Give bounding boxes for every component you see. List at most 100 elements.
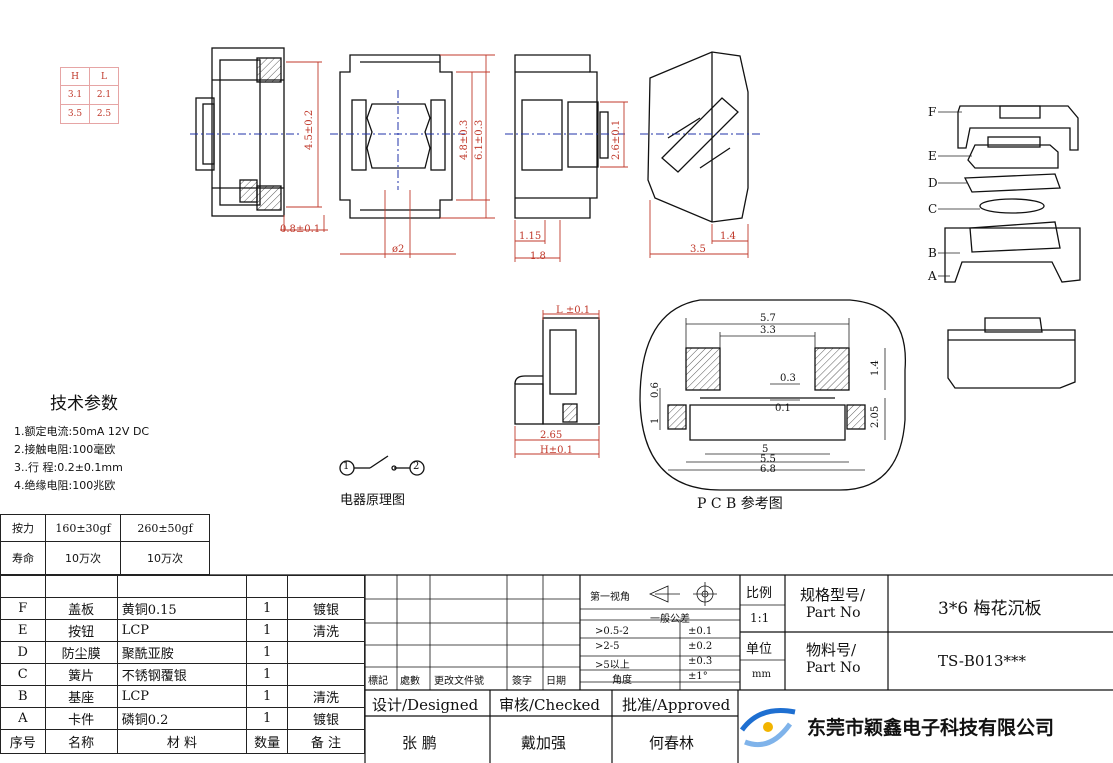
unit-label: 单位 bbox=[746, 642, 773, 657]
dim-phi2: ø2 bbox=[392, 244, 405, 255]
dim-2-6: 2.6±0.1 bbox=[611, 119, 622, 160]
tol-value: ±1° bbox=[688, 671, 708, 682]
dim-0-8: 0.8±0.1 bbox=[280, 224, 321, 235]
dim-1-4: 1.4 bbox=[720, 231, 736, 242]
view-label: 第一视角 bbox=[590, 592, 630, 603]
unit-value: mm bbox=[752, 669, 771, 680]
pcb-dim-1: 1 bbox=[650, 417, 661, 424]
pcb-dim-1-4: 1.4 bbox=[870, 360, 881, 376]
tol-range: 角度 bbox=[612, 675, 632, 686]
hl-cell: 3.5 bbox=[60, 104, 90, 124]
spec-sub: Part No bbox=[806, 605, 861, 621]
part-label-d: D bbox=[928, 176, 938, 190]
company-name: 东莞市颖鑫电子科技有限公司 bbox=[807, 717, 1055, 739]
tol-value: ±0.1 bbox=[688, 626, 713, 637]
part-label-f: F bbox=[928, 105, 937, 119]
bom-name: 卡件 bbox=[44, 707, 118, 730]
part-label-c: C bbox=[928, 202, 938, 216]
bom-note bbox=[286, 641, 366, 664]
tol-value: ±0.2 bbox=[688, 641, 713, 652]
pcb-dim-5-7: 5.7 bbox=[760, 313, 776, 324]
exploded-view bbox=[944, 105, 1081, 389]
bom-note: 清洗 bbox=[286, 619, 366, 642]
scale-value: 1:1 bbox=[750, 611, 770, 625]
rev-date: 日期 bbox=[546, 676, 566, 687]
pcb-dim-5-5: 5.5 bbox=[760, 454, 776, 465]
bom-note: 镀银 bbox=[286, 707, 366, 730]
bom-qty: 1 bbox=[246, 707, 288, 730]
hl-cell: 2.5 bbox=[89, 104, 119, 124]
front-view bbox=[514, 54, 609, 219]
pcb-dim-0-6: 0.6 bbox=[650, 382, 661, 398]
dim-4-5: 4.5±0.2 bbox=[304, 109, 315, 150]
part-label-a: A bbox=[928, 269, 937, 283]
bom-note bbox=[286, 663, 366, 686]
force-table: 按力 160±30gf 260±50gf 寿命 10万次 10万次 bbox=[0, 514, 210, 575]
bom-name: 按钮 bbox=[44, 619, 118, 642]
bom-name: 簧片 bbox=[44, 663, 118, 686]
part-label: 物料号/ bbox=[806, 641, 857, 659]
designer-name: 张 鹏 bbox=[402, 734, 437, 752]
bom-header-no: 序号 bbox=[0, 729, 46, 754]
hl-l-head: L bbox=[89, 67, 119, 86]
tol-range: >5以上 bbox=[595, 660, 630, 671]
bom-no: E bbox=[0, 619, 46, 642]
bom-name: 防尘膜 bbox=[44, 641, 118, 664]
rev-mark: 標記 bbox=[368, 676, 388, 687]
approved-label: 批准/Approved bbox=[622, 696, 731, 714]
specs-title: 技术参数 bbox=[50, 394, 118, 414]
dim-1-15: 1.15 bbox=[519, 231, 542, 242]
checker-name: 戴加强 bbox=[521, 734, 567, 752]
bom-header-note: 备 注 bbox=[286, 729, 366, 754]
circuit-node-1: 1 bbox=[343, 461, 350, 472]
hl-cell: 3.1 bbox=[60, 85, 90, 105]
part-label-e: E bbox=[928, 149, 937, 163]
rev-count: 處數 bbox=[400, 676, 420, 687]
pcb-dim-0-1: 0.1 bbox=[775, 403, 791, 414]
angled-view bbox=[647, 51, 749, 223]
spec-item: 1.额定电流:50mA 12V DC bbox=[14, 425, 150, 438]
bom-header-material: 材 料 bbox=[116, 729, 248, 754]
bom-qty: 1 bbox=[246, 619, 288, 642]
bom-no: C bbox=[0, 663, 46, 686]
bom-note: 清洗 bbox=[286, 685, 366, 708]
bom-material: LCP bbox=[116, 619, 248, 642]
bom-name: 盖板 bbox=[44, 597, 118, 620]
spec-item: 2.接触电阻:100毫欧 bbox=[14, 443, 116, 456]
life-b: 10万次 bbox=[120, 541, 210, 575]
rev-sign: 簽字 bbox=[512, 676, 532, 687]
dim-3-5: 3.5 bbox=[690, 244, 706, 255]
pcb-dim-6-8: 6.8 bbox=[760, 464, 776, 475]
switch-symbol bbox=[339, 455, 425, 476]
bom-qty: 1 bbox=[246, 685, 288, 708]
checked-label: 审核/Checked bbox=[499, 696, 601, 714]
side-view-2 bbox=[514, 317, 600, 425]
company-logo bbox=[739, 708, 796, 748]
circuit-node-2: 2 bbox=[413, 461, 420, 472]
top-view bbox=[339, 54, 453, 219]
tol-range: >0.5-2 bbox=[595, 626, 630, 637]
bom-material: 聚酰亚胺 bbox=[116, 641, 248, 664]
dim-6-1: 6.1±0.3 bbox=[474, 119, 485, 160]
bom-no: A bbox=[0, 707, 46, 730]
bom-header-name: 名称 bbox=[44, 729, 118, 754]
part-sub: Part No bbox=[806, 660, 861, 676]
bom-qty: 1 bbox=[246, 663, 288, 686]
hl-cell: 2.1 bbox=[89, 85, 119, 105]
rev-doc: 更改文件號 bbox=[434, 676, 484, 687]
life-a: 10万次 bbox=[45, 541, 121, 575]
circuit-caption: 电器原理图 bbox=[340, 493, 406, 508]
dim-4-8: 4.8±0.3 bbox=[459, 119, 470, 160]
dim-l: L ±0.1 bbox=[556, 305, 591, 316]
bom-no: F bbox=[0, 597, 46, 620]
scale-label: 比例 bbox=[746, 586, 773, 601]
bom-no: B bbox=[0, 685, 46, 708]
force-label: 按力 bbox=[0, 514, 46, 542]
pcb-outline bbox=[639, 299, 907, 491]
force-b: 260±50gf bbox=[120, 514, 210, 542]
dim-h: H±0.1 bbox=[540, 445, 574, 456]
part-label-b: B bbox=[928, 246, 937, 260]
pcb-dim-0-3: 0.3 bbox=[780, 373, 796, 384]
